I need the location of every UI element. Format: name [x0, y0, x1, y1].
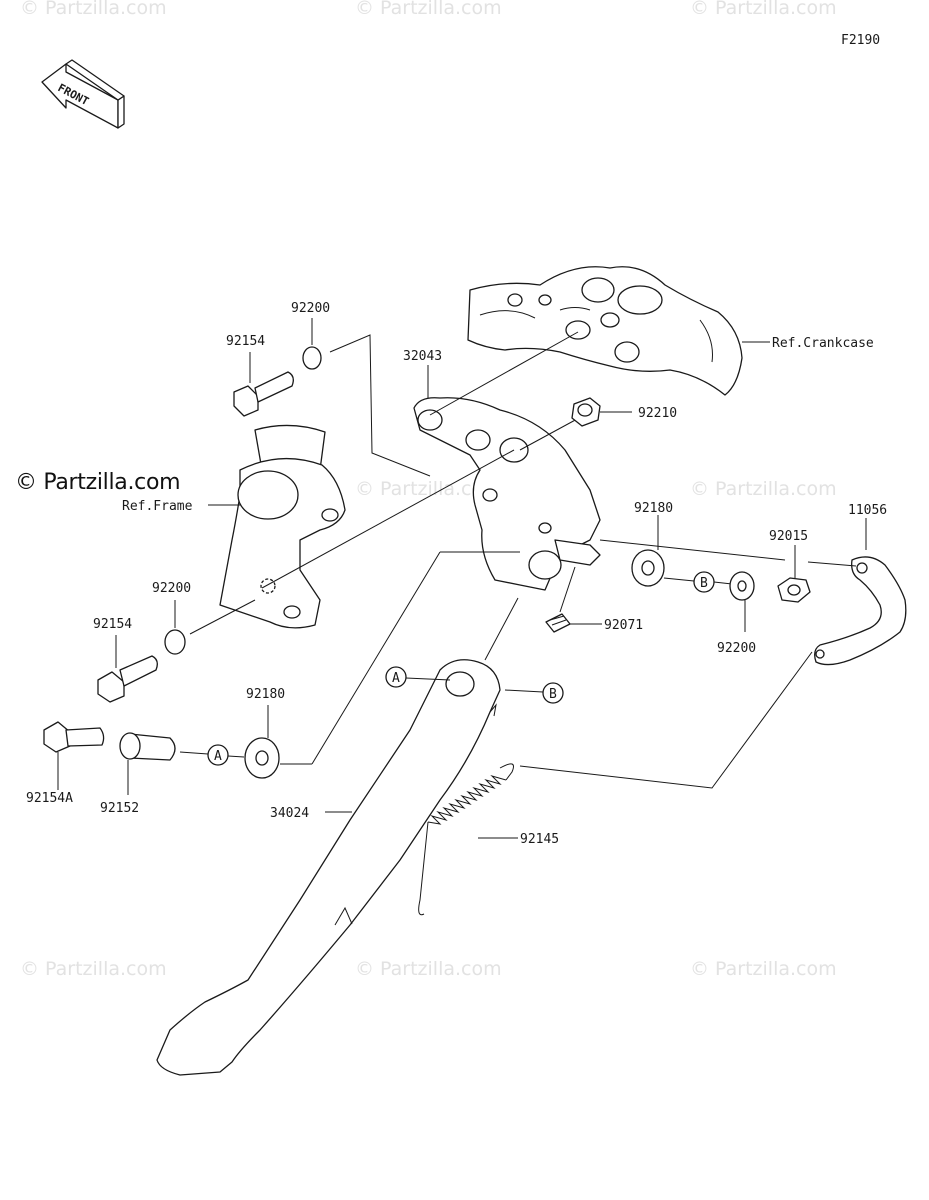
- callout-b-label: B: [700, 576, 708, 591]
- part-number-92210: 92210: [638, 406, 677, 421]
- part-number-92071: 92071: [604, 618, 643, 633]
- part-number-92154-mid: 92154: [93, 617, 132, 632]
- ref-crankcase-label: Ref.Crankcase: [772, 336, 874, 351]
- ref-frame-label: Ref.Frame: [122, 499, 193, 514]
- frame-ref: [219, 424, 346, 629]
- nut-92015: [777, 577, 811, 603]
- callout-b-label: B: [549, 687, 557, 702]
- callout-a-label: A: [392, 671, 400, 686]
- callout-a-label: A: [214, 749, 222, 764]
- part-number-92200-left: 92200: [152, 581, 191, 596]
- bolt-92154-mid: [97, 655, 158, 703]
- watermark: © Partzilla.com: [355, 478, 502, 500]
- watermark: © Partzilla.com: [20, 0, 167, 19]
- bolt-92154-top: [233, 371, 294, 417]
- part-number-92200-right: 92200: [717, 641, 756, 656]
- bolt-92154A: [43, 721, 105, 753]
- part-number-92154A: 92154A: [26, 791, 73, 806]
- washer-92200-top: [302, 346, 322, 370]
- part-number-92152: 92152: [100, 801, 139, 816]
- watermark: © Partzilla.com: [355, 958, 502, 980]
- watermark: © Partzilla.com: [690, 0, 837, 19]
- sidestand-34024: [156, 659, 501, 1076]
- part-number-92145: 92145: [520, 832, 559, 847]
- crankcase-ref: [467, 266, 743, 396]
- collar-92152: [119, 732, 176, 761]
- callout-b-stand: [542, 682, 564, 704]
- part-number-11056: 11056: [848, 503, 887, 518]
- part-number-92180-left: 92180: [246, 687, 285, 702]
- washer-92200-left: [164, 629, 186, 655]
- callout-a-left: [207, 744, 229, 766]
- bracket-32043: [413, 397, 601, 591]
- watermark: © Partzilla.com: [355, 0, 502, 19]
- screw-92071: [545, 613, 571, 633]
- figure-code: F2190: [841, 33, 880, 48]
- part-number-92154-top: 92154: [226, 334, 265, 349]
- watermark-layer: © Partzilla.com © Partzilla.com © Partzi…: [20, 0, 837, 980]
- watermark: © Partzilla.com: [20, 958, 167, 980]
- collar-92210: [571, 397, 601, 427]
- part-number-92180-right: 92180: [634, 501, 673, 516]
- part-number-92200-top: 92200: [291, 301, 330, 316]
- part-number-32043: 32043: [403, 349, 442, 364]
- spring-hook-11056: [814, 556, 907, 666]
- watermark: © Partzilla.com: [690, 478, 837, 500]
- part-number-92015: 92015: [769, 529, 808, 544]
- part-number-34024: 34024: [270, 806, 309, 821]
- copyright-brand: © Partzilla.com: [15, 470, 181, 495]
- watermark: © Partzilla.com: [690, 958, 837, 980]
- spring-92145: [418, 763, 514, 916]
- front-arrow-icon: FRONT: [41, 59, 125, 129]
- callout-a-stand: [385, 666, 407, 688]
